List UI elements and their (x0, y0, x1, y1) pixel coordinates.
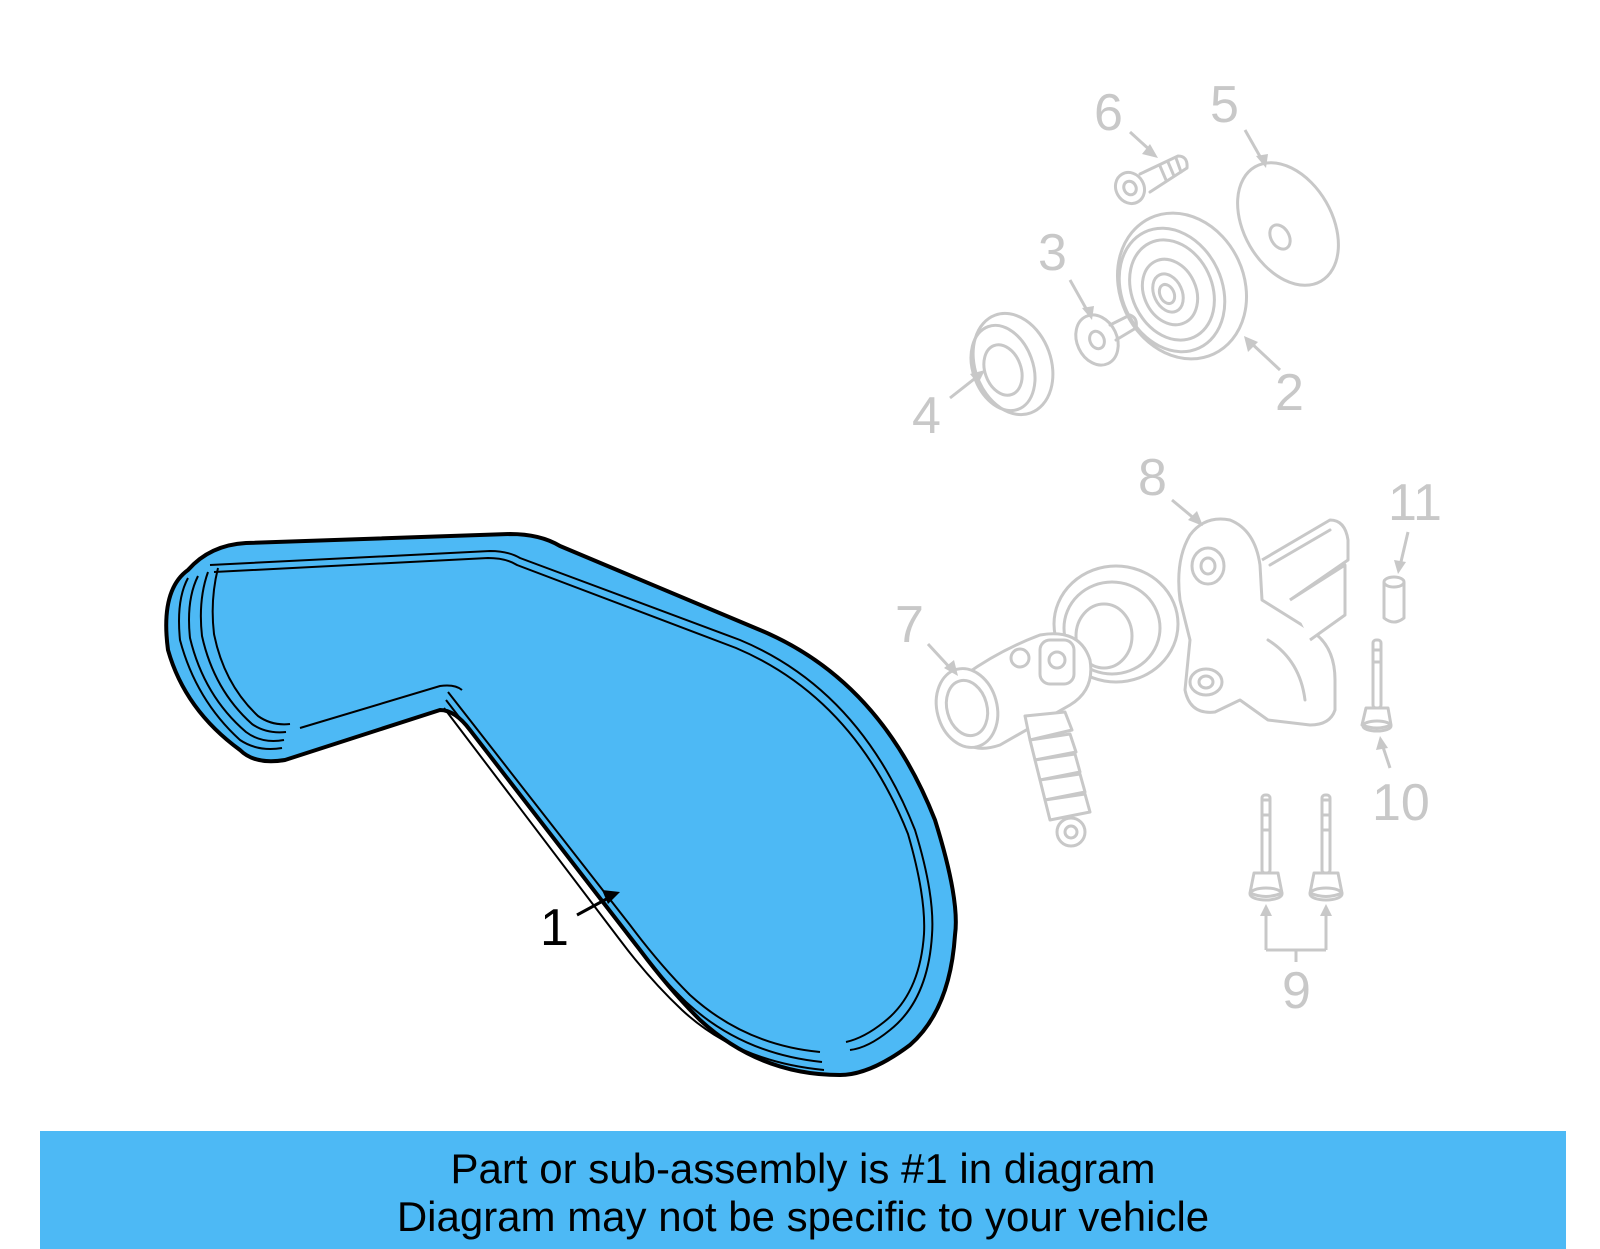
callout-9[interactable]: 9 (1282, 962, 1311, 1020)
part-4-spacer[interactable] (960, 302, 1067, 426)
part-10-bolt[interactable] (1360, 638, 1393, 733)
callout-7[interactable]: 7 (895, 596, 924, 654)
leader-10 (1376, 736, 1392, 769)
part-9-bolts[interactable] (1248, 793, 1344, 902)
leader-8 (1171, 498, 1203, 526)
callout-2[interactable]: 2 (1275, 364, 1304, 422)
callout-5[interactable]: 5 (1210, 76, 1239, 134)
leader-3 (1068, 279, 1094, 320)
caption-bar: Part or sub-assembly is #1 in diagram Di… (40, 1131, 1566, 1249)
callout-3[interactable]: 3 (1038, 224, 1067, 282)
leader-7 (926, 642, 958, 676)
leader-6 (1128, 130, 1158, 158)
part-3-pulley-bolt[interactable] (1068, 308, 1138, 372)
callout-1[interactable]: 1 (540, 899, 569, 957)
callout-10[interactable]: 10 (1372, 774, 1430, 832)
callout-8[interactable]: 8 (1138, 449, 1167, 507)
part-11-dowel-pin[interactable] (1382, 575, 1406, 624)
part-8-tensioner-bracket[interactable] (1177, 517, 1350, 727)
part-6-bolt[interactable] (1110, 154, 1189, 209)
caption-line-1: Part or sub-assembly is #1 in diagram (450, 1145, 1156, 1192)
leader-5 (1243, 129, 1268, 168)
caption-line-2: Diagram may not be specific to your vehi… (396, 1193, 1210, 1240)
leader-11 (1394, 531, 1410, 574)
callout-4[interactable]: 4 (912, 387, 941, 445)
part-2-idler-pulley[interactable] (1094, 192, 1270, 380)
part-1-serpentine-belt[interactable] (164, 532, 958, 1077)
leader-1 (576, 890, 620, 917)
callout-11[interactable]: 11 (1388, 474, 1442, 532)
part-7-belt-tensioner[interactable] (928, 564, 1180, 848)
leader-4 (949, 370, 985, 400)
callout-6[interactable]: 6 (1094, 84, 1123, 142)
leader-2 (1244, 336, 1282, 372)
part-5-dust-cap[interactable] (1217, 145, 1359, 303)
leader-9 (1260, 904, 1332, 962)
